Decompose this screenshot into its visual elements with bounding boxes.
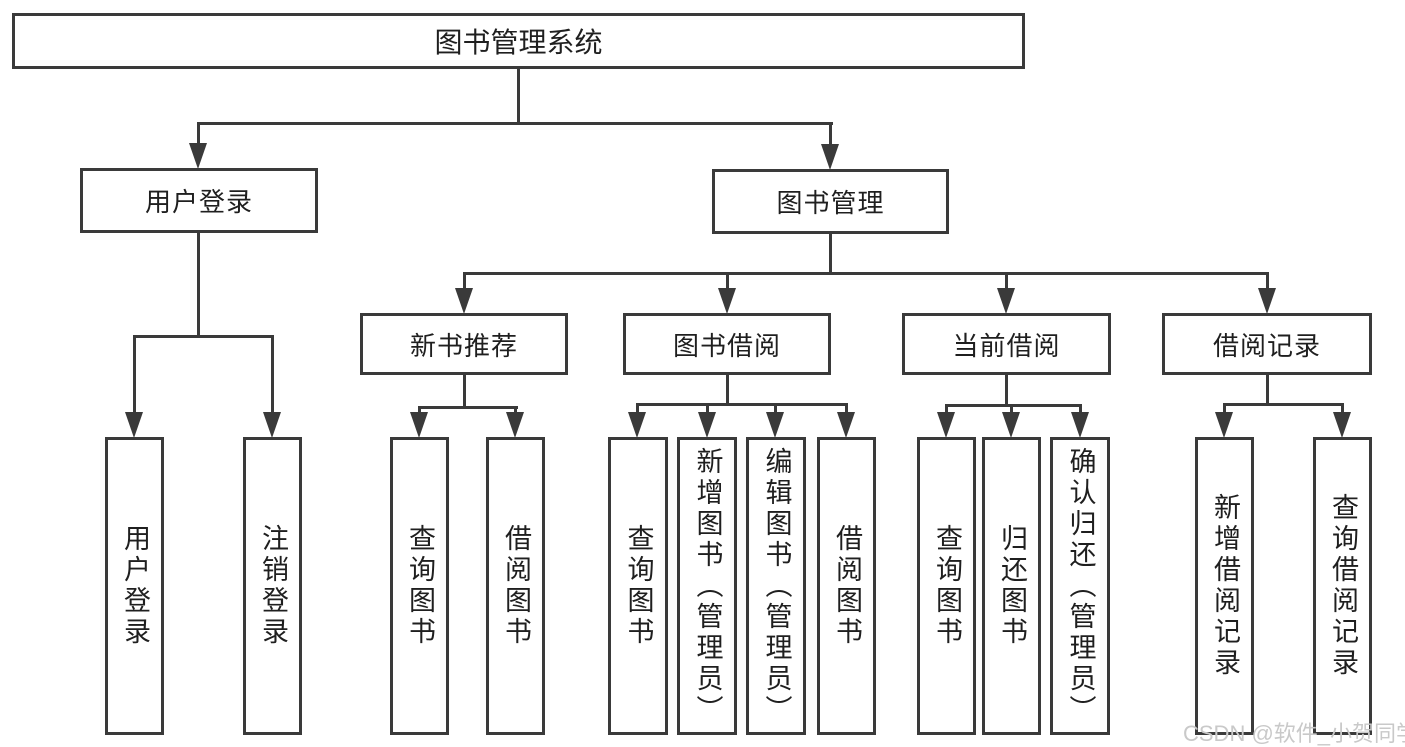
node-user-login: 用户登录: [80, 168, 318, 233]
node-root-label: 图书管理系统: [434, 27, 603, 58]
connector-arrow-icon: [937, 412, 955, 438]
connector-line: [1266, 272, 1269, 290]
node-book-management-label: 图书管理: [776, 188, 885, 218]
connector-line: [271, 335, 274, 415]
leaf-borrow-query-books-label: 查询图书: [623, 524, 654, 648]
leaf-edit-books-admin: 编辑图书（管理员）: [746, 437, 806, 735]
connector-line: [463, 272, 466, 290]
leaf-borrow-books: 借阅图书: [817, 437, 876, 735]
connector-arrow-icon: [189, 143, 207, 169]
connector-line: [1005, 272, 1008, 290]
node-current-borrow: 当前借阅: [902, 313, 1111, 375]
connector-line: [1010, 404, 1013, 415]
leaf-confirm-return-admin: 确认归还（管理员）: [1050, 437, 1110, 735]
leaf-recommend-borrow-books: 借阅图书: [486, 437, 545, 735]
connector-line: [418, 406, 518, 409]
connector-line: [945, 404, 948, 415]
node-new-book-recommend: 新书推荐: [360, 313, 568, 375]
connector-arrow-icon: [821, 144, 839, 170]
connector-line: [1223, 403, 1344, 406]
connector-line: [1079, 404, 1082, 415]
connector-arrow-icon: [410, 412, 428, 438]
connector-line: [514, 406, 517, 416]
leaf-add-borrow-record-label: 新增借阅记录: [1210, 493, 1240, 679]
connector-arrow-icon: [628, 412, 646, 438]
connector-line: [1005, 375, 1008, 407]
node-current-borrow-label: 当前借阅: [952, 330, 1061, 361]
connector-arrow-icon: [1215, 412, 1233, 438]
connector-line: [418, 406, 421, 416]
leaf-recommend-query-books-label: 查询图书: [405, 524, 435, 648]
connector-line: [197, 122, 200, 146]
leaf-borrow-books-label: 借阅图书: [832, 524, 862, 648]
connector-line: [726, 272, 729, 290]
connector-line: [706, 403, 709, 415]
connector-line: [197, 232, 200, 338]
connector-arrow-icon: [1333, 412, 1351, 438]
connector-line: [1341, 403, 1344, 415]
connector-arrow-icon: [766, 412, 784, 438]
connector-line: [1266, 375, 1269, 406]
leaf-return-books-label: 归还图书: [997, 524, 1027, 648]
leaf-add-books-admin: 新增图书（管理员）: [677, 437, 737, 735]
leaf-logout-label: 注销登录: [258, 524, 288, 648]
connector-line: [726, 375, 729, 406]
leaf-add-books-admin-label: 新增图书（管理员）: [692, 446, 723, 726]
connector-line: [636, 403, 848, 406]
node-root: 图书管理系统: [12, 13, 1025, 69]
connector-arrow-icon: [1071, 412, 1089, 438]
connector-arrow-icon: [997, 288, 1015, 314]
connector-arrow-icon: [698, 412, 716, 438]
leaf-add-borrow-record: 新增借阅记录: [1195, 437, 1254, 735]
connector-arrow-icon: [263, 412, 281, 438]
connector-line: [774, 403, 777, 415]
connector-line: [197, 122, 833, 125]
node-borrow-records: 借阅记录: [1162, 313, 1372, 375]
leaf-current-query-books: 查询图书: [917, 437, 976, 735]
node-book-borrow-label: 图书借阅: [672, 330, 781, 361]
leaf-edit-books-admin-label: 编辑图书（管理员）: [761, 446, 792, 726]
leaf-query-borrow-record: 查询借阅记录: [1313, 437, 1372, 735]
leaf-borrow-query-books: 查询图书: [608, 437, 668, 735]
connector-line: [133, 335, 274, 338]
leaf-recommend-query-books: 查询图书: [390, 437, 449, 735]
connector-line: [636, 403, 639, 415]
connector-line: [463, 272, 1269, 275]
leaf-logout: 注销登录: [243, 437, 302, 735]
node-new-book-recommend-label: 新书推荐: [409, 330, 518, 361]
leaf-return-books: 归还图书: [982, 437, 1041, 735]
connector-line: [829, 234, 832, 275]
connector-arrow-icon: [1258, 288, 1276, 314]
connector-line: [463, 375, 466, 409]
leaf-current-query-books-label: 查询图书: [932, 524, 962, 648]
connector-line: [829, 122, 832, 147]
connector-line: [845, 403, 848, 415]
csdn-watermark: CSDN @软件_小贺同学: [1183, 721, 1405, 746]
connector-arrow-icon: [125, 412, 143, 438]
leaf-recommend-borrow-books-label: 借阅图书: [501, 524, 531, 648]
node-user-login-label: 用户登录: [144, 187, 253, 217]
connector-line: [1223, 403, 1226, 415]
connector-line: [945, 404, 1082, 407]
node-book-management: 图书管理: [712, 169, 949, 234]
leaf-user-login: 用户登录: [105, 437, 164, 735]
leaf-user-login-label: 用户登录: [120, 524, 150, 648]
leaf-query-borrow-record-label: 查询借阅记录: [1328, 493, 1358, 679]
connector-line: [133, 335, 136, 415]
connector-line: [517, 68, 520, 124]
connector-arrow-icon: [1002, 412, 1020, 438]
leaf-confirm-return-admin-label: 确认归还（管理员）: [1065, 446, 1096, 726]
connector-arrow-icon: [837, 412, 855, 438]
node-book-borrow: 图书借阅: [623, 313, 831, 375]
node-borrow-records-label: 借阅记录: [1212, 330, 1321, 361]
connector-arrow-icon: [506, 412, 524, 438]
connector-arrow-icon: [718, 288, 736, 314]
connector-arrow-icon: [455, 288, 473, 314]
